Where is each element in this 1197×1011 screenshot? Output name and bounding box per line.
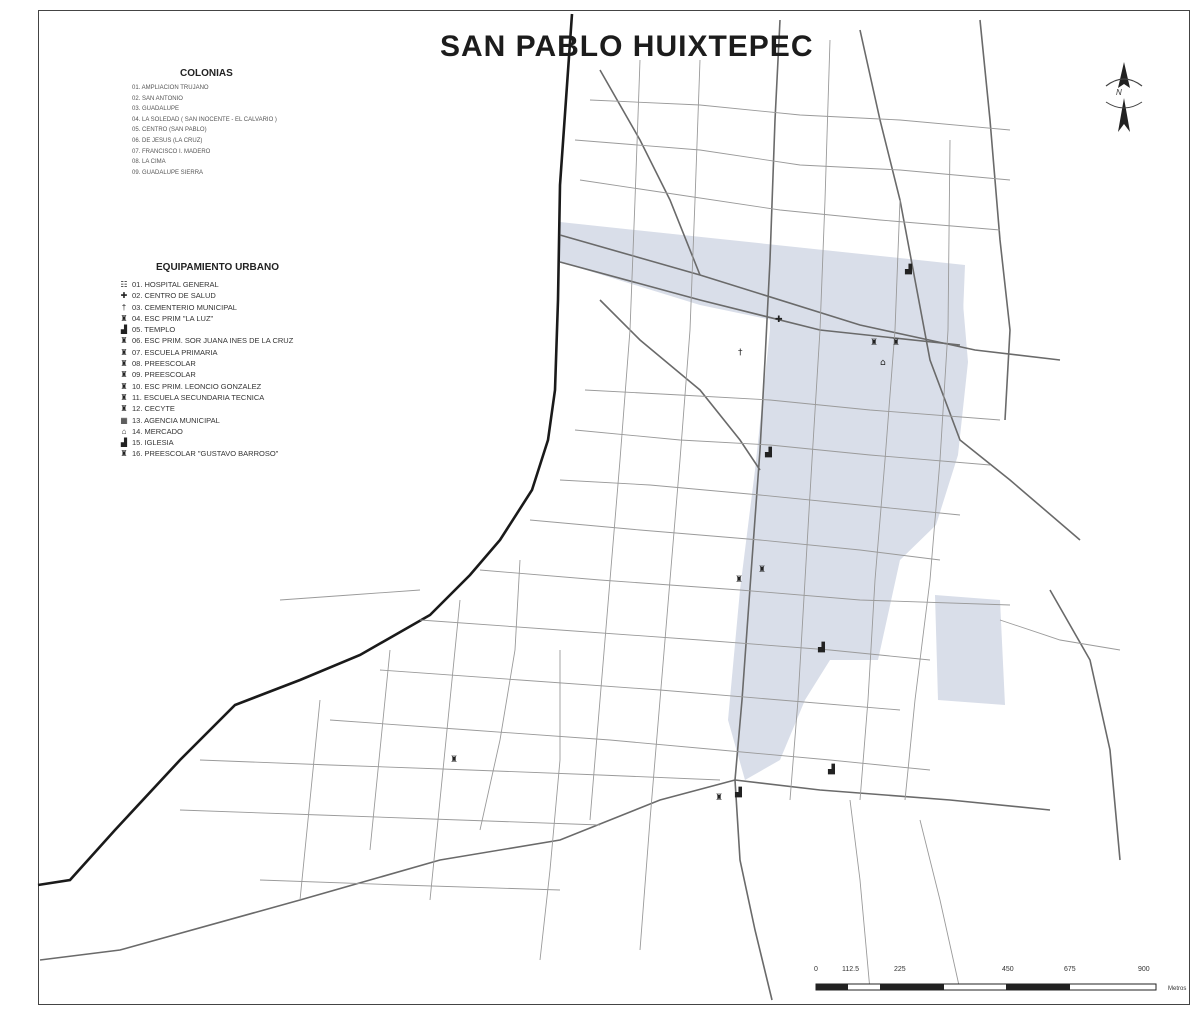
equipamiento-label: 04. ESC PRIM "LA LUZ" [132, 313, 214, 323]
scale-tick-label: 450 [1002, 966, 1014, 973]
street-grid [179, 39, 1121, 991]
equipamiento-item: ♜ 12. CECYTE [116, 403, 356, 414]
urban-area [560, 222, 1005, 780]
hospital-icon: ☷ [120, 280, 128, 289]
equipamiento-item: ♜ 16. PREESCOLAR "GUSTAVO BARROSO" [116, 448, 356, 459]
school-icon: ♜ [120, 449, 128, 459]
equipamiento-item: † 03. CEMENTERIO MUNICIPAL [116, 302, 356, 313]
scale-tick-label: 675 [1064, 966, 1076, 973]
facility-markers: ✚ ♜ ♜ ▟ † ⌂ ▟ ♜ ♜ ▟ ▟ ♜ ▟ ♜ [450, 263, 913, 803]
scale-bar-graphic [815, 983, 1157, 991]
equipamiento-item: ☷ 01. HOSPITAL GENERAL [116, 279, 356, 290]
equipamiento-label: 07. ESCUELA PRIMARIA [132, 347, 218, 357]
colonias-legend: COLONIAS 01. AMPLIACION TRUJANO 02. SAN … [132, 68, 332, 178]
municipal-boundary [37, 13, 574, 887]
church-icon: ▟ [120, 438, 128, 448]
equipamiento-item: ♜ 11. ESCUELA SECUNDARIA TECNICA [116, 392, 356, 403]
colonia-item: 02. SAN ANTONIO [132, 95, 183, 102]
school-icon: ♜ [120, 336, 128, 346]
scale-tick-label: 225 [894, 966, 906, 973]
equipamiento-item: ✚ 02. CENTRO DE SALUD [116, 290, 356, 301]
equipamiento-list: ☷ 01. HOSPITAL GENERAL ✚ 02. CENTRO DE SALU… [116, 279, 356, 460]
colonias-list: 01. AMPLIACION TRUJANO 02. SAN ANTONIO 0… [132, 83, 332, 178]
church-icon: ▟ [827, 763, 836, 775]
colonia-item: 07. FRANCISCO I. MADERO [132, 148, 211, 155]
church-icon: ▟ [734, 786, 743, 798]
equipamiento-label: 01. HOSPITAL GENERAL [132, 280, 219, 289]
equipamiento-item: ♜ 10. ESC PRIM. LEONCIO GONZALEZ [116, 381, 356, 392]
school-icon: ♜ [450, 755, 458, 765]
scale-tick-label: 0 [814, 966, 818, 973]
colonia-item: 06. DE JESUS (LA CRUZ) [132, 137, 203, 144]
equipamiento-label: 13. AGENCIA MUNICIPAL [132, 415, 220, 425]
church-icon: ▟ [817, 641, 826, 653]
colonia-item: 03. GUADALUPE [132, 106, 180, 113]
equipamiento-item: ▦ 13. AGENCIA MUNICIPAL [116, 415, 356, 426]
equipamiento-item: ♜ 06. ESC PRIM. SOR JUANA INES DE LA CRUZ [116, 335, 356, 346]
school-icon: ♜ [892, 338, 900, 348]
map-title: SAN PABLO HUIXTEPEC [440, 30, 814, 63]
equipamiento-label: 03. CEMENTERIO MUNICIPAL [132, 302, 237, 312]
equipamiento-label: 02. CENTRO DE SALUD [132, 291, 216, 301]
equipamiento-item: ♜ 04. ESC PRIM "LA LUZ" [116, 313, 356, 324]
scale-unit: Metros [1168, 986, 1187, 992]
north-arrow-icon [1105, 62, 1143, 132]
church-icon: ▟ [904, 263, 913, 275]
equipamiento-legend: EQUIPAMIENTO URBANO ☷ 01. HOSPITAL GENERA… [116, 262, 356, 460]
school-icon: ♜ [120, 381, 128, 391]
school-icon: ♜ [735, 575, 743, 585]
school-icon: ♜ [120, 313, 128, 323]
equipamiento-label: 08. PREESCOLAR [132, 359, 196, 369]
equipamiento-label: 09. PREESCOLAR [132, 370, 196, 380]
cemetery-icon: † [121, 302, 127, 312]
scale-tick-label: 900 [1138, 966, 1150, 973]
north-label: N [1116, 88, 1122, 97]
school-icon: ♜ [120, 392, 128, 402]
equipamiento-item: ▟ 15. IGLESIA [116, 437, 356, 448]
colonia-item: 08. LA CIMA [132, 159, 166, 166]
school-icon: ♜ [120, 359, 128, 369]
equipamiento-label: 10. ESC PRIM. LEONCIO GONZALEZ [132, 381, 262, 391]
scale-tick-label: 112.5 [842, 966, 859, 973]
cemetery-icon: † [738, 348, 743, 358]
market-icon: ⌂ [880, 358, 886, 368]
equipamiento-item: ⌂ 14. MERCADO [116, 426, 356, 437]
market-icon: ⌂ [121, 426, 127, 436]
temple-icon: ▟ [120, 325, 128, 335]
school-icon: ♜ [715, 793, 723, 803]
equipamiento-item: ♜ 08. PREESCOLAR [116, 358, 356, 369]
main-roads [39, 19, 1121, 1001]
school-icon: ♜ [120, 347, 128, 357]
equipamiento-label: 16. PREESCOLAR "GUSTAVO BARROSO" [132, 449, 279, 459]
map-frame [38, 10, 1190, 1005]
equipamiento-label: 05. TEMPLO [132, 325, 176, 335]
equipamiento-label: 06. ESC PRIM. SOR JUANA INES DE LA CRUZ [132, 336, 294, 346]
equipamiento-item: ♜ 07. ESCUELA PRIMARIA [116, 347, 356, 358]
building-icon: ▦ [120, 415, 128, 425]
colonia-item: 09. GUADALUPE SIERRA [132, 169, 204, 176]
equipamiento-label: 15. IGLESIA [132, 438, 174, 448]
school-icon: ♜ [758, 565, 766, 575]
school-icon: ♜ [120, 404, 128, 414]
school-icon: ♜ [870, 338, 878, 348]
equipamiento-heading: EQUIPAMIENTO URBANO [156, 262, 279, 273]
colonia-item: 01. AMPLIACION TRUJANO [132, 85, 209, 91]
equipamiento-item: ▟ 05. TEMPLO [116, 324, 356, 335]
equipamiento-label: 11. ESCUELA SECUNDARIA TECNICA [132, 392, 265, 402]
equipamiento-label: 14. MERCADO [132, 426, 183, 436]
equipamiento-item: ♜ 09. PREESCOLAR [116, 369, 356, 380]
cross-icon: ✚ [775, 315, 783, 325]
colonia-item: 04. LA SOLEDAD ( SAN INOCENTE - EL CALVA… [132, 116, 277, 123]
cross-icon: ✚ [120, 291, 128, 301]
church-icon: ▟ [764, 446, 773, 458]
colonia-item: 05. CENTRO (SAN PABLO) [132, 127, 207, 134]
colonias-heading: COLONIAS [180, 68, 233, 79]
equipamiento-label: 12. CECYTE [132, 404, 175, 414]
school-icon: ♜ [120, 370, 128, 380]
